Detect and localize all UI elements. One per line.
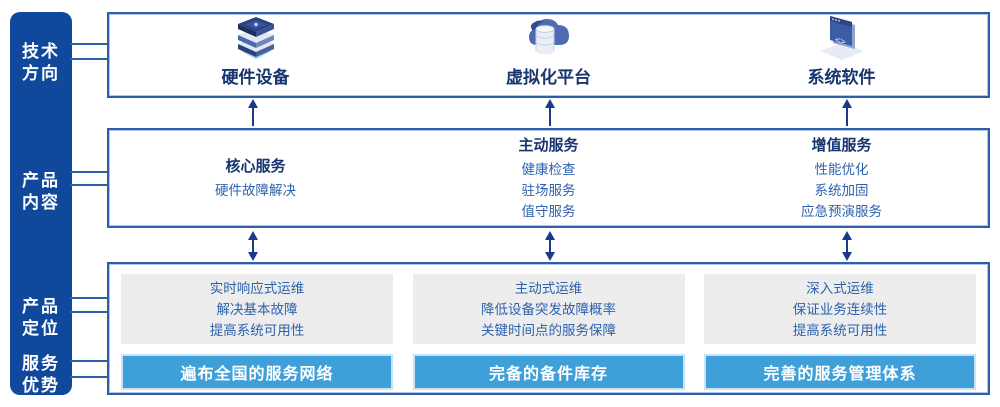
tech-col-virtualization: 虚拟化平台 [402, 14, 695, 96]
tech-label-hardware: 硬件设备 [221, 68, 290, 87]
sidebar-label-tech-direction: 技术 方向 [22, 42, 60, 83]
sidebar-label-product-positioning: 产品 定位 [22, 297, 60, 338]
service-item: 系统加固 [814, 182, 869, 198]
advantage-banner: 完善的服务管理体系 [704, 354, 976, 390]
service-item: 性能优化 [814, 161, 869, 177]
tech-direction-box: 硬件设备 虚拟化平台 [107, 12, 990, 98]
up-arrow-icon [248, 99, 258, 126]
up-arrow-icon [842, 99, 852, 126]
double-arrow-icon [545, 231, 555, 261]
connector-line [70, 184, 108, 186]
service-col-core: 核心服务 硬件故障解决 [109, 130, 402, 226]
service-col-proactive: 主动服务 健康检查 驻场服务 值守服务 [402, 130, 695, 226]
positioning-panel: 深入式运维 保证业务连续性 提高系统可用性 [704, 274, 976, 344]
cloud-database-icon [523, 11, 575, 61]
service-item: 健康检查 [521, 161, 576, 177]
service-item: 应急预演服务 [801, 203, 882, 219]
connector-line [70, 58, 108, 60]
service-item: 值守服务 [521, 203, 576, 219]
positioning-line: 主动式运维 [514, 280, 583, 296]
positioning-panel: 实时响应式运维 解决基本故障 提高系统可用性 [121, 274, 393, 344]
positioning-line: 提高系统可用性 [209, 322, 305, 338]
server-stack-icon [230, 11, 282, 61]
sidebar-label-product-content: 产品 内容 [22, 171, 60, 212]
up-arrow-icon [545, 99, 555, 126]
positioning-col-realtime: 实时响应式运维 解决基本故障 提高系统可用性 遍布全国的服务网络 [121, 264, 393, 397]
double-arrow-icon [842, 231, 852, 261]
svg-text:<>: <> [835, 34, 846, 48]
positioning-col-proactive: 主动式运维 降低设备突发故障概率 关键时间点的服务保障 完备的备件库存 [412, 264, 685, 397]
service-col-value-added: 增值服务 性能优化 系统加固 应急预演服务 [695, 130, 988, 226]
positioning-line: 保证业务连续性 [792, 301, 888, 317]
double-arrow-icon [248, 231, 258, 261]
positioning-line: 关键时间点的服务保障 [481, 322, 616, 338]
category-sidebar: 技术 方向 产品 内容 产品 定位 服务 优势 [10, 12, 72, 395]
positioning-line: 实时响应式运维 [209, 280, 305, 296]
service-title: 增值服务 [811, 136, 872, 154]
service-item: 硬件故障解决 [215, 182, 296, 198]
software-window-icon: <> [816, 11, 868, 61]
advantage-banner: 完备的备件库存 [412, 354, 685, 390]
connector-line [70, 376, 108, 378]
positioning-line: 降低设备突发故障概率 [481, 301, 616, 317]
tech-label-software: 系统软件 [807, 68, 876, 87]
positioning-line: 提高系统可用性 [792, 322, 888, 338]
connector-line [70, 311, 108, 313]
positioning-panel: 主动式运维 降低设备突发故障概率 关键时间点的服务保障 [412, 274, 685, 344]
connector-line [70, 171, 108, 173]
positioning-advantage-box: 实时响应式运维 解决基本故障 提高系统可用性 遍布全国的服务网络 主动式运维 降… [107, 262, 990, 395]
positioning-line: 深入式运维 [806, 280, 874, 296]
service-title: 主动服务 [518, 136, 579, 154]
tech-col-software: <> 系统软件 [695, 14, 988, 96]
connector-line [70, 43, 108, 45]
tech-label-virtualization: 虚拟化平台 [506, 68, 591, 87]
positioning-col-indepth: 深入式运维 保证业务连续性 提高系统可用性 完善的服务管理体系 [704, 264, 976, 397]
connector-line [70, 360, 108, 362]
connector-line [70, 297, 108, 299]
service-title: 核心服务 [225, 157, 286, 175]
product-content-box: 核心服务 硬件故障解决 主动服务 健康检查 驻场服务 值守服务 增值服务 性能优… [107, 128, 990, 228]
tech-col-hardware: 硬件设备 [109, 14, 402, 96]
positioning-line: 解决基本故障 [216, 301, 298, 317]
advantage-banner: 遍布全国的服务网络 [121, 354, 393, 390]
sidebar-label-service-advantage: 服务 优势 [22, 354, 60, 395]
service-item: 驻场服务 [521, 182, 576, 198]
